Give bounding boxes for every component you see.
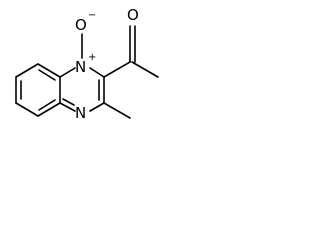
bond-n1-c2: [89, 67, 105, 78]
bond-c8a-c4a-inner: [38, 69, 56, 81]
bond-c3-methyl: [103, 102, 131, 119]
bond-c6-c7: [15, 102, 39, 117]
bond-n4-c4a-inner: [62, 98, 75, 106]
bond-c7-c8: [37, 102, 61, 117]
bond-c8a-n1: [59, 67, 76, 78]
charge-n-oxide: +: [88, 52, 96, 63]
charge-o-oxide: −: [88, 10, 96, 21]
atom-n-ring: N: [75, 104, 86, 122]
bond-n4-c4a: [59, 102, 76, 112]
bond-carbonyl-methyl: [131, 61, 159, 78]
bond-c3-n4: [89, 102, 105, 112]
atom-n-oxide: N: [75, 58, 86, 76]
atom-o-oxide: O: [75, 16, 87, 34]
atom-o-carbonyl: O: [127, 6, 139, 24]
bond-c7-c8-inner: [38, 99, 56, 111]
bond-c8a-c4a: [37, 63, 61, 78]
bond-c4a-c5: [15, 63, 39, 78]
bond-c2-carbonyl: [103, 61, 131, 78]
quinoxaline-n-oxide-structure: O − N + O N: [15, 6, 159, 122]
